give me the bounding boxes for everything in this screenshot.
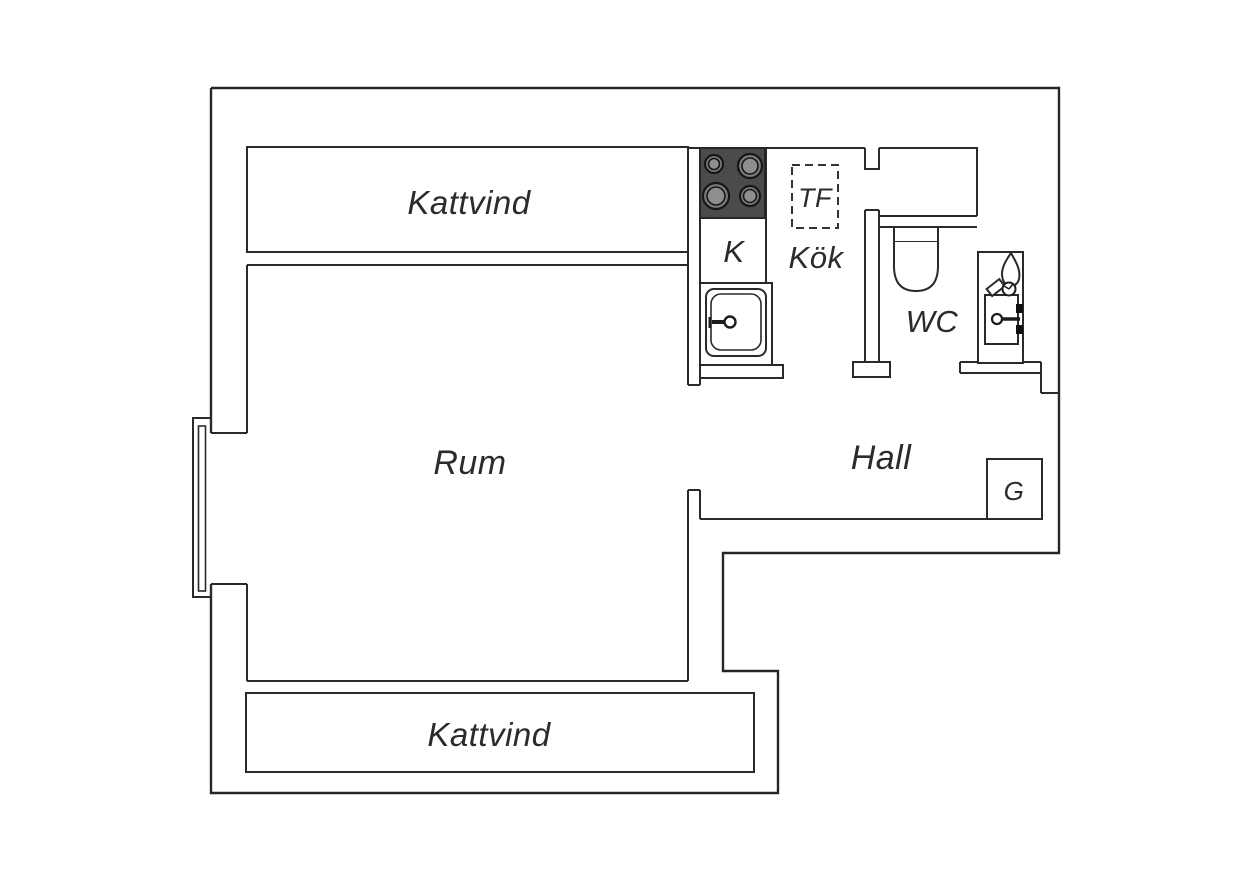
- wc-faucet-knob-icon: [990, 312, 1004, 326]
- wc-sink: [977, 251, 1024, 364]
- burner-icon: [707, 157, 721, 171]
- kattvind-bottom-area: [245, 692, 755, 773]
- wc-soap-icon: [985, 277, 1007, 298]
- wc-walls: [852, 209, 1059, 394]
- wc-clock-hands: [1003, 283, 1014, 290]
- kitchen-sink: [699, 282, 784, 379]
- rum-doorway-jambs: [688, 384, 700, 491]
- wc-door-jamb: [852, 361, 891, 378]
- label-g: G: [1004, 476, 1025, 506]
- wc-top-wall: [879, 215, 977, 228]
- wc-tap-left: [1016, 304, 1023, 313]
- burner-icon: [742, 188, 758, 204]
- rum-walls: [246, 147, 689, 682]
- window-reveals: [211, 432, 247, 585]
- wc-bottom-wall: [959, 361, 1059, 394]
- window: [192, 417, 247, 598]
- label-kattvind-bottom: Kattvind: [427, 716, 551, 753]
- g-closet-box: [986, 458, 1043, 520]
- room-labels: Kattvind Rum K TF Kök WC Hall G Kattvind: [407, 183, 1025, 753]
- tf-shaft-dashed-box: [791, 164, 839, 229]
- kitchen-door-jamb: [699, 364, 784, 379]
- burner-icon: [706, 186, 726, 206]
- window-glazing: [197, 425, 207, 592]
- wc-tap-right: [1016, 325, 1023, 334]
- label-wc: WC: [906, 304, 959, 339]
- burner-icon: [741, 157, 759, 175]
- stove: [699, 147, 766, 219]
- outer-wall-path: [209, 86, 1061, 795]
- label-kok: Kök: [789, 240, 845, 275]
- kitchen-faucet-knob-icon: [723, 315, 737, 329]
- window-frame-outer: [192, 417, 212, 598]
- label-k: K: [723, 234, 745, 269]
- toilet: [893, 226, 939, 293]
- label-tf: TF: [798, 183, 833, 213]
- toilet-bowl: [893, 242, 939, 293]
- toilet-tank: [893, 226, 939, 243]
- outer-walls: [209, 86, 1061, 795]
- hall-walls: [700, 458, 1043, 520]
- wc-left-wall: [864, 209, 880, 362]
- label-rum: Rum: [433, 444, 506, 482]
- label-kattvind-top: Kattvind: [407, 184, 531, 221]
- label-hall: Hall: [851, 439, 913, 477]
